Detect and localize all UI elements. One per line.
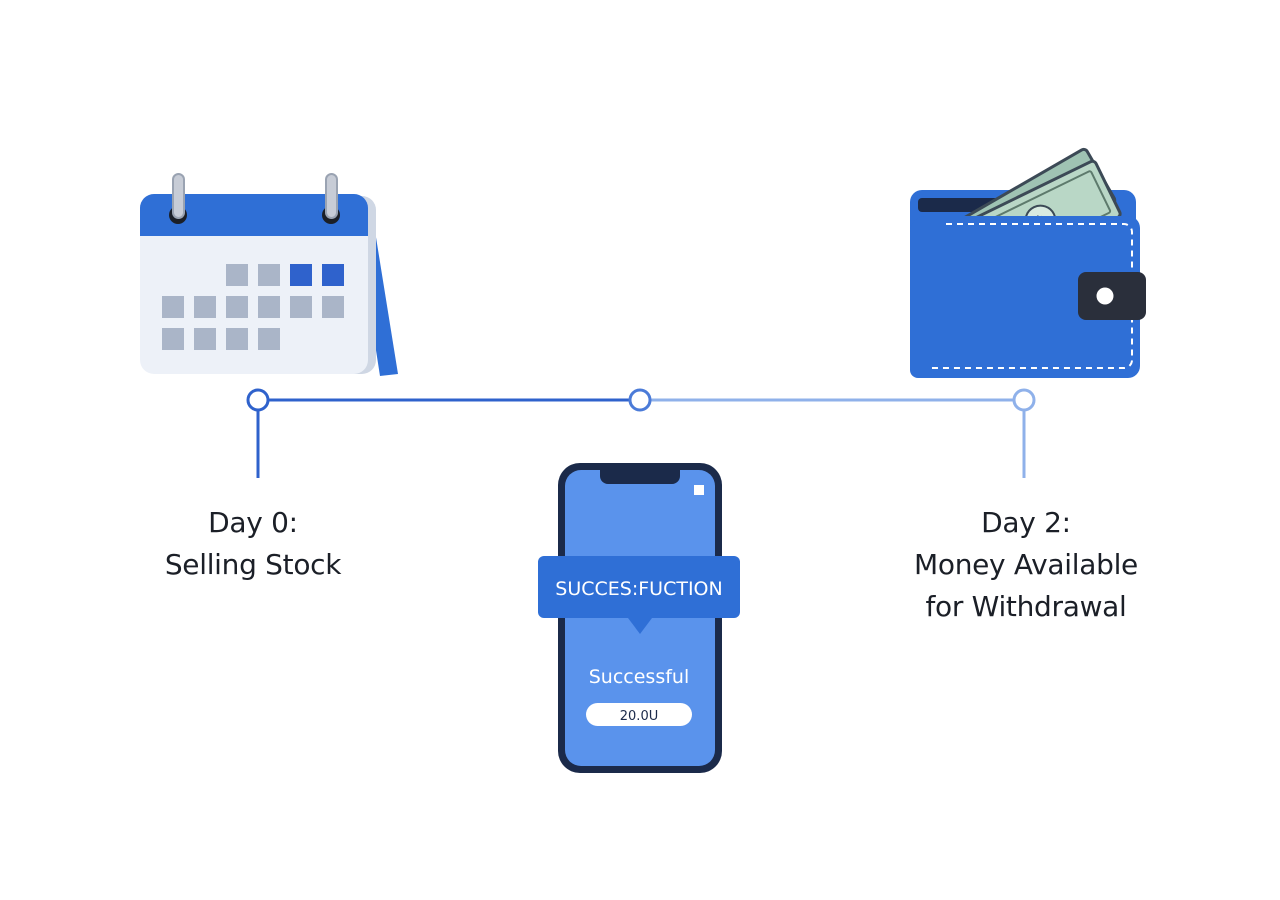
transaction-status: Successful [589,666,690,688]
day0-description: Selling Stock [164,548,342,581]
phone-icon: SUCCES:FUCTION Successful 20.0U [538,463,740,773]
calendar-icon [140,173,398,376]
day0-label: Day 0: Selling Stock [118,502,388,586]
day2-label: Day 2: Money Available for Withdrawal [876,502,1176,628]
success-banner-text: SUCCES:FUCTION [555,578,722,600]
success-banner: SUCCES:FUCTION [538,556,740,634]
day2-description-line1: Money Available [914,548,1138,581]
timeline-node-end [1012,388,1036,412]
wallet-icon: $ [910,147,1146,378]
timeline-node-start [246,388,270,412]
timeline-node-middle [628,388,652,412]
amount-pill [586,703,692,726]
amount-value: 20.0U [620,709,658,724]
day0-title: Day 0: [208,506,298,539]
day2-title: Day 2: [981,506,1071,539]
day2-description-line2: for Withdrawal [925,590,1127,623]
